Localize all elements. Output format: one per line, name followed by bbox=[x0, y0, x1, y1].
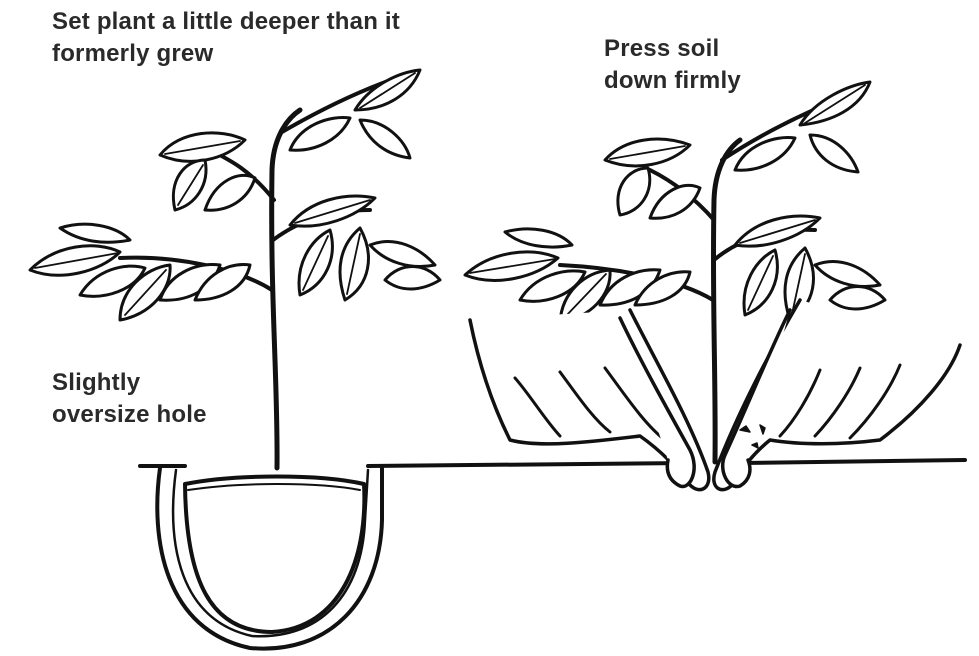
label-plant-deeper-line1: Set plant a little deeper than it bbox=[52, 6, 400, 38]
leaf bbox=[618, 168, 650, 215]
leaf bbox=[505, 229, 572, 247]
label-press-soil-line2: down firmly bbox=[604, 65, 741, 97]
leaf bbox=[60, 224, 130, 242]
leaf bbox=[810, 135, 858, 172]
leaf bbox=[360, 120, 410, 158]
label-plant-deeper-line2: formerly grew bbox=[52, 38, 400, 70]
leaf bbox=[370, 242, 435, 267]
leaf bbox=[650, 185, 700, 218]
root-ball bbox=[185, 477, 364, 633]
ground-line bbox=[140, 460, 965, 466]
label-oversize-hole: Slightly oversize hole bbox=[52, 367, 207, 431]
label-press-soil-line1: Press soil bbox=[604, 33, 741, 65]
label-oversize-hole-line1: Slightly bbox=[52, 367, 207, 399]
leaf bbox=[385, 267, 440, 290]
stem-right bbox=[713, 140, 740, 462]
leaf bbox=[815, 262, 880, 287]
label-plant-deeper: Set plant a little deeper than it former… bbox=[52, 6, 400, 70]
leaf bbox=[830, 287, 885, 310]
label-oversize-hole-line2: oversize hole bbox=[52, 399, 207, 431]
leaf bbox=[205, 175, 255, 210]
stem-left bbox=[272, 110, 300, 468]
label-press-soil: Press soil down firmly bbox=[604, 33, 741, 97]
planting-hole bbox=[157, 466, 382, 649]
leaf bbox=[735, 137, 795, 170]
